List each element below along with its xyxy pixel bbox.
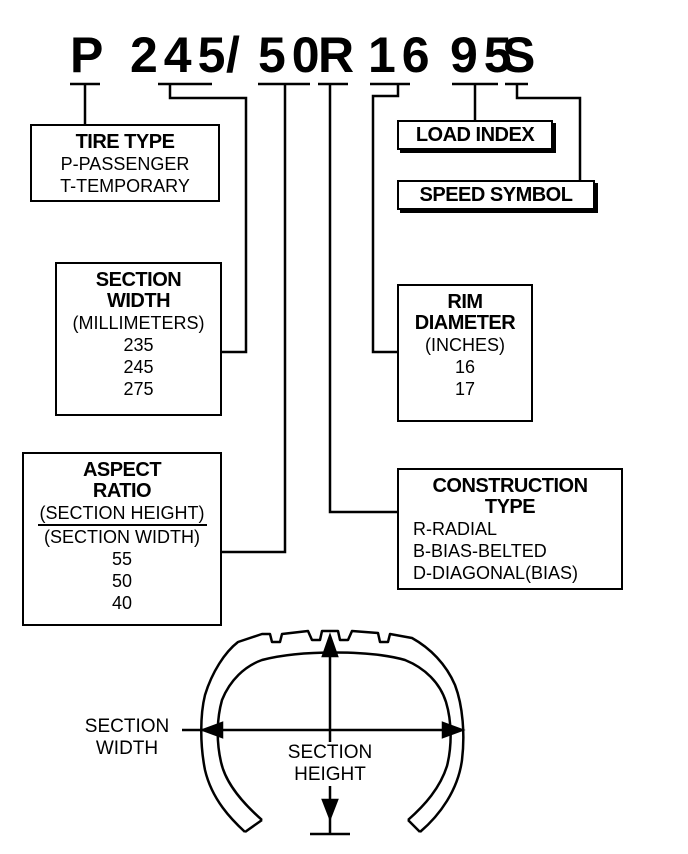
section-width-value: 245 [123,357,154,377]
aspect-ratio-numerator: (SECTION HEIGHT) [37,502,207,526]
construction-type-title: TYPE [484,496,536,518]
speed-symbol-box: SPEED SYMBOL [397,180,595,210]
load-index-title: LOAD INDEX [415,124,535,146]
aspect-ratio-value: 50 [111,571,133,591]
aspect-ratio-value: 55 [111,549,133,569]
construction-type-item: R-RADIAL [413,519,498,539]
code-rim: 16 [368,27,436,83]
aspect-ratio-denominator: (SECTION WIDTH) [44,527,200,547]
section-width-label-line: SECTION [84,716,170,737]
section-width-box: SECTION WIDTH (MILLIMETERS) 235 245 275 [55,262,222,416]
code-p: P [70,27,110,83]
aspect-ratio-title: RATIO [92,480,152,502]
speed-symbol-title: SPEED SYMBOL [419,184,573,206]
leader-construction [328,84,397,514]
rim-diameter-unit: (INCHES) [425,335,505,355]
tire-type-item: T-TEMPORARY [60,176,190,196]
aspect-ratio-fraction: (SECTION HEIGHT) (SECTION WIDTH) [37,502,207,548]
rim-diameter-title: RIM [447,291,483,313]
section-width-arrow [176,721,466,739]
aspect-ratio-title: ASPECT [82,459,162,481]
leader-speed [515,84,582,183]
tire-type-title: TIRE TYPE [75,131,175,153]
aspect-ratio-value: 40 [111,593,133,613]
tire-cross-section [200,629,465,834]
construction-type-item: B-BIAS-BELTED [413,541,547,561]
section-height-arrow [310,632,350,836]
leader-section-width [168,84,248,354]
code-load: 95 [450,27,518,83]
load-index-box: LOAD INDEX [397,120,553,150]
tire-bead-left [244,818,263,834]
code-slash: / [226,27,246,83]
section-width-value: 275 [123,379,154,399]
aspect-ratio-box: ASPECT RATIO (SECTION HEIGHT) (SECTION W… [22,452,222,626]
construction-type-title: CONSTRUCTION [432,475,588,497]
section-width-label: SECTION WIDTH [72,716,182,760]
construction-type-item: D-DIAGONAL(BIAS) [413,563,579,583]
rim-diameter-value: 16 [454,357,476,377]
construction-type-box: CONSTRUCTION TYPE R-RADIAL B-BIAS-BELTED… [397,468,623,590]
section-height-label: SECTION HEIGHT [270,742,390,786]
code-construction: R [318,27,361,83]
leader-aspect-ratio [222,84,287,554]
section-width-value: 235 [123,335,154,355]
code-speed: S [502,27,542,83]
leader-rim [371,84,400,354]
section-width-title: WIDTH [106,290,171,312]
tire-outer-profile [200,629,465,833]
tire-bead-right [407,819,421,833]
code-aspect-ratio: 50 [258,27,326,83]
rim-diameter-value: 17 [454,379,476,399]
section-width-unit: (MILLIMETERS) [72,313,205,333]
section-width-label-line: WIDTH [95,738,159,759]
tire-type-item: P-PASSENGER [60,154,190,174]
tire-inner-profile [216,651,452,821]
rim-diameter-title: DIAMETER [414,312,516,334]
code-section-width: 245 [130,27,232,83]
section-width-title: SECTION [95,269,182,291]
section-height-label-line: HEIGHT [291,764,369,786]
tire-type-box: TIRE TYPE P-PASSENGER T-TEMPORARY [30,124,220,202]
rim-diameter-box: RIM DIAMETER (INCHES) 16 17 [397,284,533,422]
section-height-label-line: SECTION [284,742,376,764]
